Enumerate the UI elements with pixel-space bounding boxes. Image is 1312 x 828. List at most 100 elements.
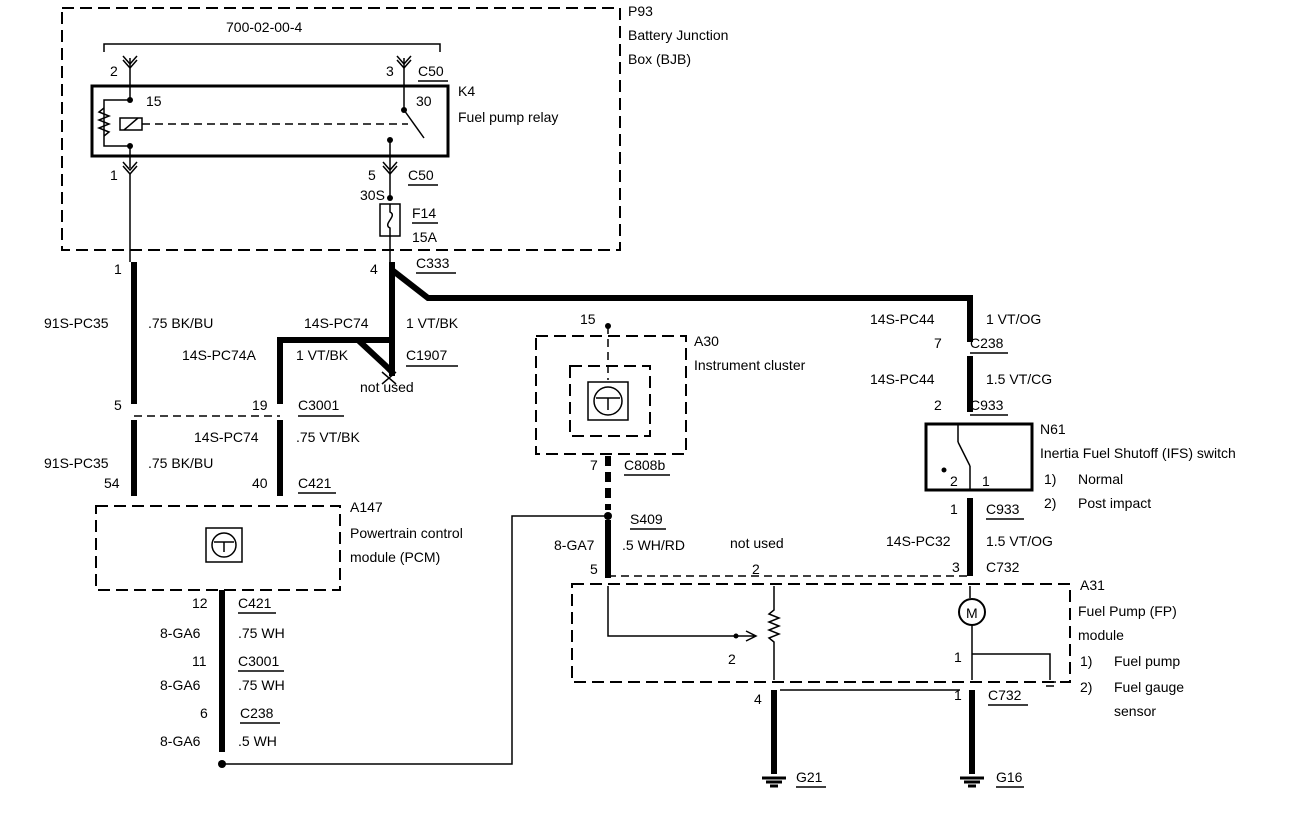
g16-label: G16 <box>996 769 1023 785</box>
wire-14s-pc44-b-label: 14S-PC44 <box>870 371 935 387</box>
relay-node-2 <box>127 143 133 149</box>
s409-label: S409 <box>630 511 663 527</box>
c421-bot-conn: C421 <box>238 595 272 611</box>
pcm-module-icon-glyph <box>214 541 234 552</box>
c933-bot-conn: C933 <box>986 501 1020 517</box>
wire-8ga7-label: 8-GA7 <box>554 537 595 553</box>
c933-top-conn: C933 <box>970 397 1004 413</box>
fp-item2: Fuel gauge <box>1114 679 1184 695</box>
relay-node-1 <box>127 97 133 103</box>
g21-ground-symbol <box>762 776 786 788</box>
ifs-name: Inertia Fuel Shutoff (IFS) switch <box>1040 445 1236 461</box>
pcm-label-line2: module (PCM) <box>350 549 440 565</box>
c238-top-conn: C238 <box>970 335 1004 351</box>
c1907-not-used: not used <box>360 379 414 395</box>
c421-top-conn: C421 <box>298 475 332 491</box>
wire-8ga6-a-label: 8-GA6 <box>160 625 201 641</box>
c3001-top-conn: C3001 <box>298 397 339 413</box>
pcm-module-icon <box>211 532 237 558</box>
wire-91s-pc35-b-label: 91S-PC35 <box>44 455 109 471</box>
wire-1vtbk-b-label: 1 VT/BK <box>296 347 349 363</box>
c808b-pin7: 7 <box>590 457 598 473</box>
bjb-label-line2: Box (BJB) <box>628 51 691 67</box>
wire-14s-pc74a-label: 14S-PC74A <box>182 347 257 363</box>
c732-bot-conn: C732 <box>988 687 1022 703</box>
wire-8ga6-c-label: 8-GA6 <box>160 733 201 749</box>
relay-pin5: 5 <box>368 167 376 183</box>
c3001-top-pin5: 5 <box>114 397 122 413</box>
relay-pin30: 30 <box>416 93 432 109</box>
wire-1vtbk-branch <box>277 270 395 404</box>
wire-15vtcg-label: 1.5 VT/CG <box>986 371 1052 387</box>
ifs-item1-num: 1) <box>1044 471 1056 487</box>
ifs-outline <box>924 422 1034 492</box>
fp-pin1-mid: 1 <box>954 649 962 665</box>
relay-switch-contact-top <box>401 107 407 113</box>
fp-pin4: 4 <box>754 691 762 707</box>
pcm-outline <box>95 505 341 591</box>
fp-sender-wire <box>607 586 732 637</box>
s409-splice <box>604 512 612 520</box>
fp-label-line1: Fuel Pump (FP) <box>1078 603 1177 619</box>
c333-conn: C333 <box>416 255 450 271</box>
ifs-pos1: 1 <box>982 473 990 489</box>
c1907-conn: C1907 <box>406 347 447 363</box>
relay-conn-bottom: C50 <box>408 167 434 183</box>
wire-14s-pc44-a-label: 14S-PC44 <box>870 311 935 327</box>
wire-1vtbk-a-label: 1 VT/BK <box>406 315 459 331</box>
c933-top-pin2: 2 <box>934 397 942 413</box>
relay-pin3: 3 <box>386 63 394 79</box>
wire-14s-pc74-a-label: 14S-PC74 <box>304 315 369 331</box>
c333-pin1: 1 <box>114 261 122 277</box>
fp-motor-label: M <box>966 605 978 621</box>
wire-075bkbu-a-label: .75 BK/BU <box>148 315 213 331</box>
fp-outline <box>571 583 1071 683</box>
wire-91s-pc35-a-label: 91S-PC35 <box>44 315 109 331</box>
wire-075wh-a-label: .75 WH <box>238 625 285 641</box>
relay-coil-resistor <box>96 107 112 137</box>
wire-15vtog-label: 1.5 VT/OG <box>986 533 1053 549</box>
wire-14s-pc74-b-label: 14S-PC74 <box>194 429 259 445</box>
relay-conn-top: C50 <box>418 63 444 79</box>
pcm-module-icon-frame <box>205 527 243 563</box>
c421-bot-pin12: 12 <box>192 595 208 611</box>
wire-1vtog-label: 1 VT/OG <box>986 311 1041 327</box>
relay-ref: K4 <box>458 83 475 99</box>
g21-label: G21 <box>796 769 823 785</box>
cluster-pin15: 15 <box>580 311 596 327</box>
c333-pin4: 4 <box>370 261 378 277</box>
c238-bot-pin6: 6 <box>200 705 208 721</box>
relay-terminal-3 <box>396 55 412 70</box>
fuse-pin: 30S <box>360 187 385 203</box>
fp-sender-resistor <box>766 586 782 680</box>
fp-item1-num: 1) <box>1080 653 1092 669</box>
relay-terminal-2 <box>122 55 138 70</box>
bjb-label-line1: Battery Junction <box>628 27 728 43</box>
wire-1vtog-c333-to-c238 <box>389 262 973 342</box>
c238-top-pin7: 7 <box>934 335 942 351</box>
wire-075wh-b-label: .75 WH <box>238 677 285 693</box>
pcm-label-line1: Powertrain control <box>350 525 463 541</box>
cluster-inner <box>569 365 651 437</box>
c1907-cap <box>381 371 397 385</box>
bjb-ref: P93 <box>628 3 653 19</box>
c3001-bot-conn: C3001 <box>238 653 279 669</box>
cluster-ref: A30 <box>694 333 719 349</box>
fp-not-used: not used <box>730 535 784 551</box>
c421-top-pin54: 54 <box>104 475 120 491</box>
cluster-name: Instrument cluster <box>694 357 806 373</box>
cluster-module-icon-glyph <box>596 397 620 410</box>
bjb-code-bracket <box>103 43 441 52</box>
fp-label-line2: module <box>1078 627 1124 643</box>
wire-075vtbk-label: .75 VT/BK <box>296 429 360 445</box>
bjb-code: 700-02-00-4 <box>226 19 302 35</box>
ifs-switch-pos2 <box>941 467 947 473</box>
fp-motor-case-ground <box>972 653 1056 687</box>
wire-5whrd-label: .5 WH/RD <box>622 537 685 553</box>
relay-pin1: 1 <box>110 167 118 183</box>
fuse-rating: 15A <box>412 229 438 245</box>
c732-bot-pin1: 1 <box>954 687 962 703</box>
pcm-ref: A147 <box>350 499 383 515</box>
ifs-item1: Normal <box>1078 471 1123 487</box>
